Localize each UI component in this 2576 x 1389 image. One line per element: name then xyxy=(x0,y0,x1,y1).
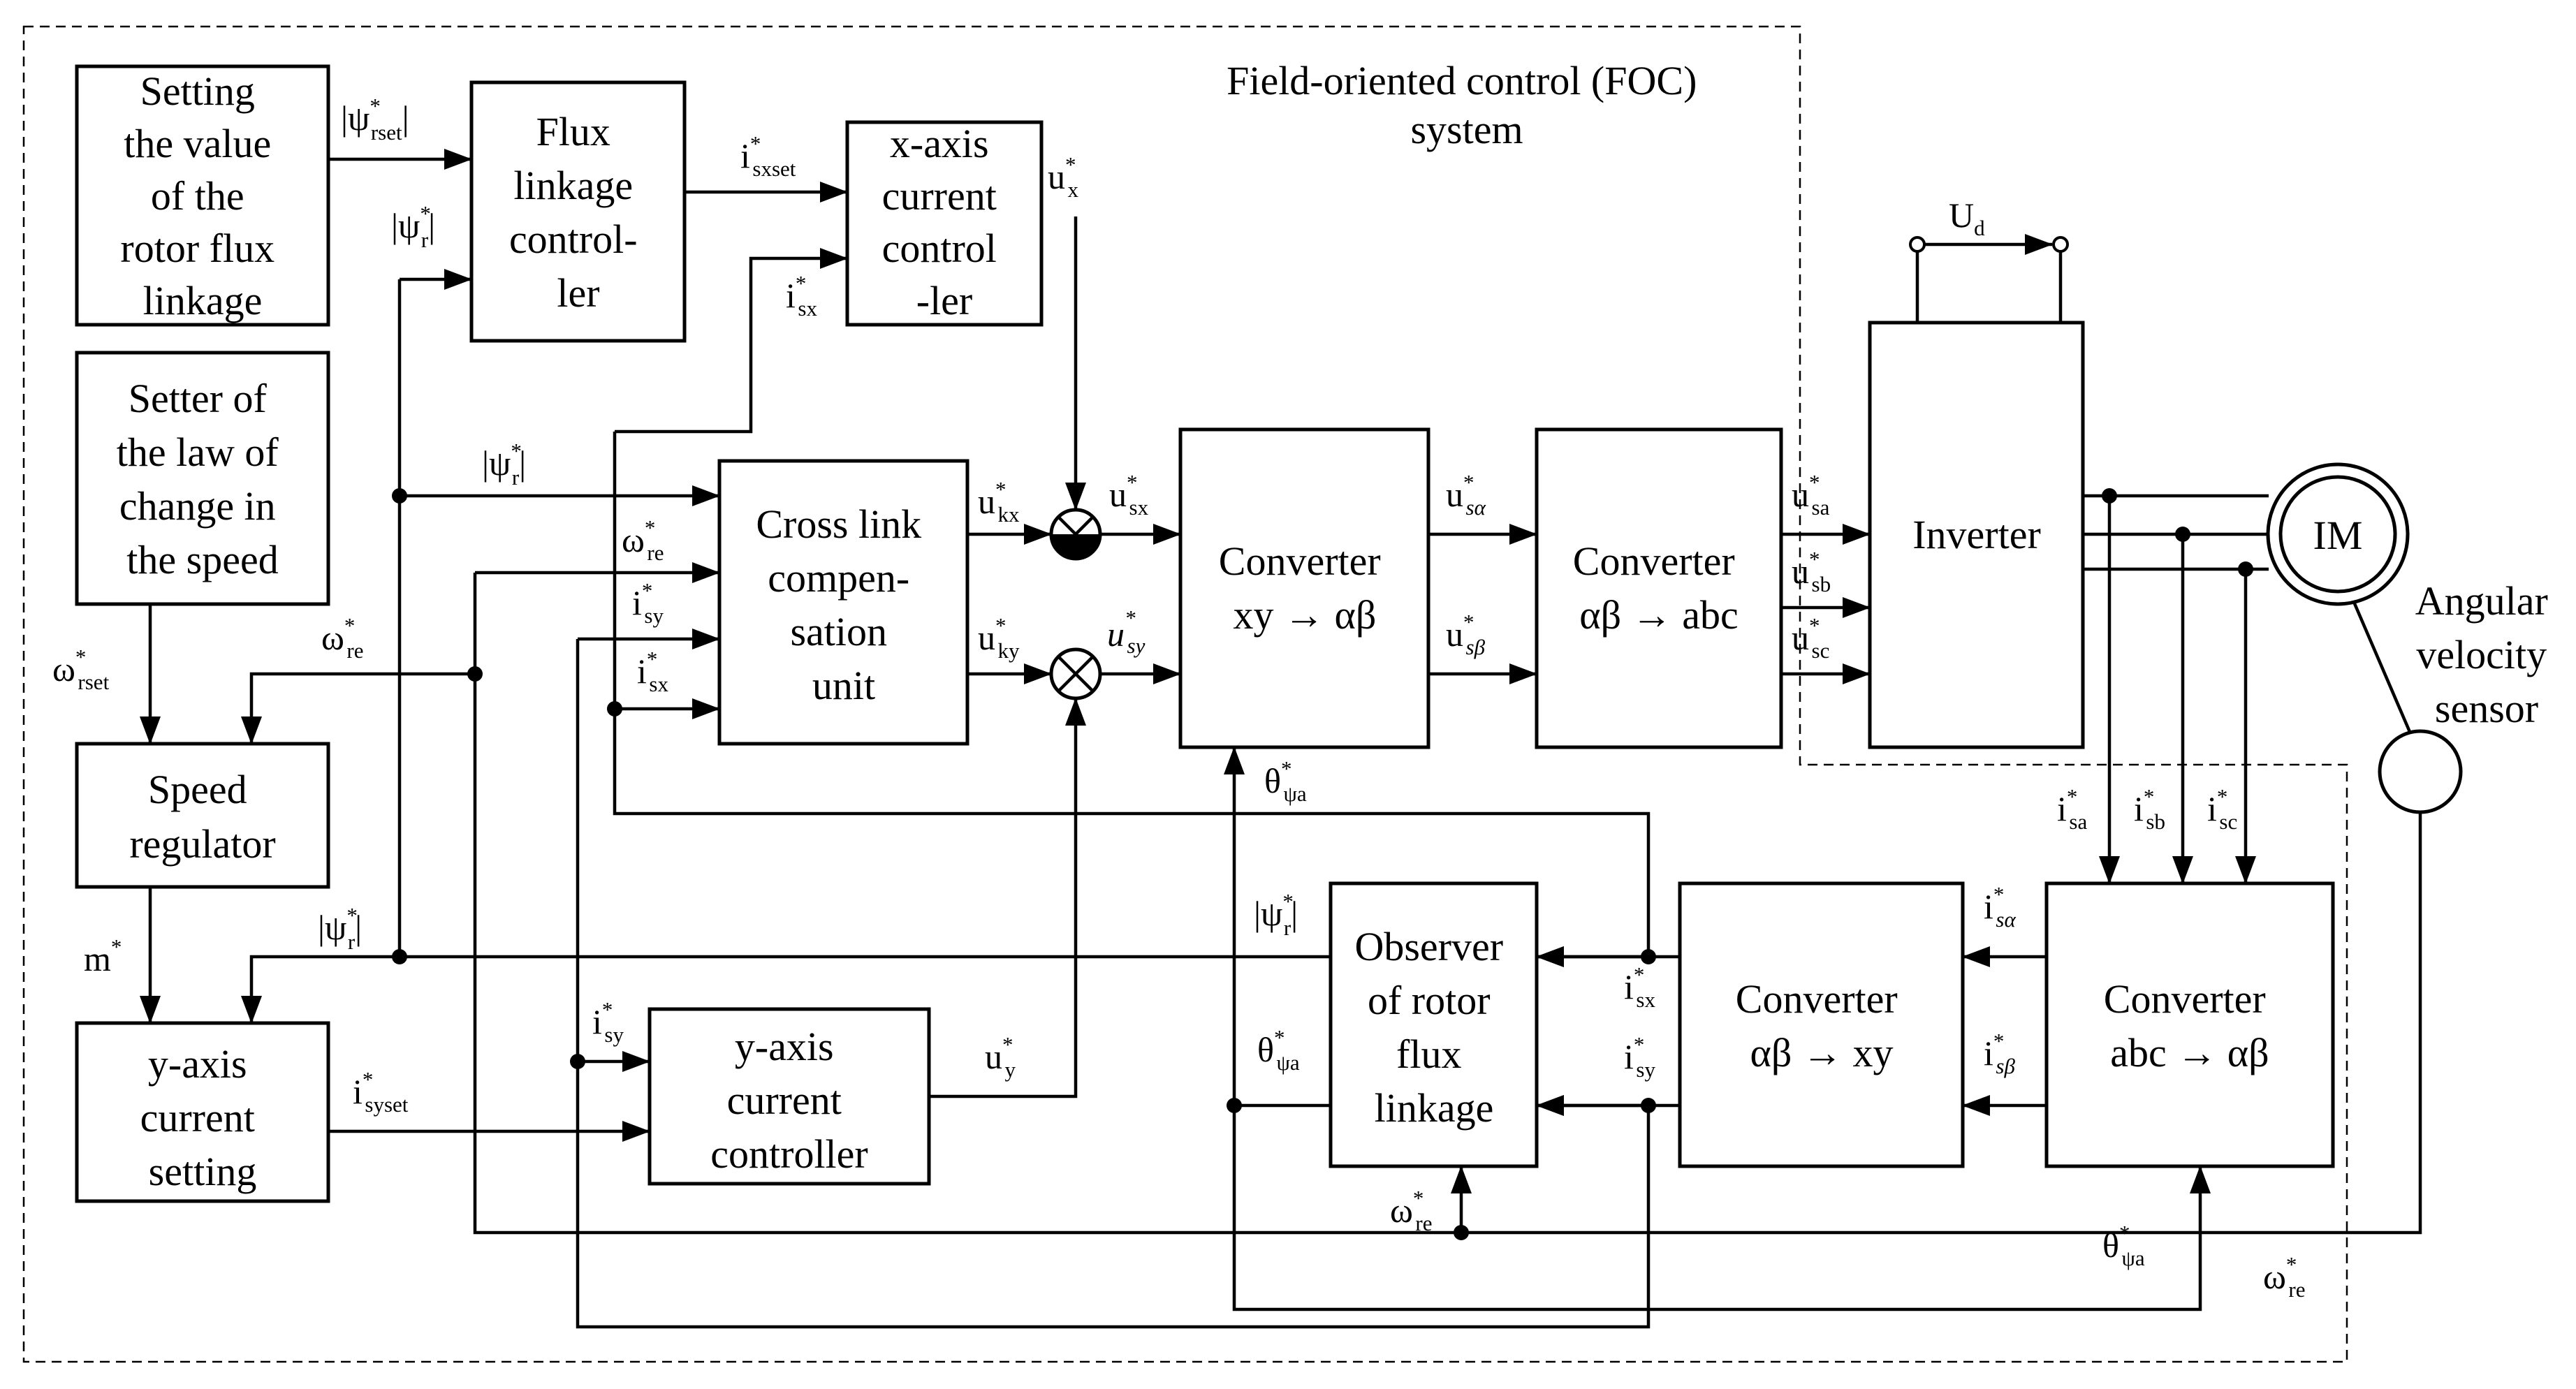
label-u-sx: u*sx xyxy=(1109,470,1149,520)
svg-text:Inverter: Inverter xyxy=(1912,512,2041,557)
svg-text:Converter xy → αβ: Converter xy → αβ xyxy=(1219,538,1391,638)
converter-alphabeta-to-abc-block: Converter αβ → abc xyxy=(1535,427,1783,749)
svg-text:IM: IM xyxy=(2313,513,2363,558)
angular-velocity-sensor: Angular velocity sensor xyxy=(2378,578,2559,814)
foc-boundary xyxy=(22,25,2348,1363)
rotor-flux-setting-block: Setting the value of the rotor flux link… xyxy=(75,64,330,327)
label-u-sy: u*sy xyxy=(1107,605,1146,658)
motor-im: IM xyxy=(2266,462,2410,606)
foc-label: Field-oriented control (FOC) system xyxy=(1227,58,1707,152)
x-current-controller-block: x-axis current control -ler xyxy=(845,120,1044,327)
svg-text:Cross link compen-: Cross link compen- sation unit xyxy=(756,501,931,708)
label-i-sx-1: i*sx xyxy=(786,271,817,321)
label-psi-r-2: |ψ*r| xyxy=(482,439,526,490)
label-m: m* xyxy=(84,934,122,978)
label-i-salpha: i*sα xyxy=(1984,882,2016,932)
label-u-kx: u*kx xyxy=(978,477,1020,527)
svg-text:y-axis current set: y-axis current setting xyxy=(140,1041,265,1194)
svg-text:Converter abc → αβ: Converter abc → αβ xyxy=(2104,976,2276,1075)
label-i-syset: i*syset xyxy=(353,1067,409,1117)
converter-abc-to-alphabeta-block: Converter abc → αβ xyxy=(2044,881,2335,1168)
label-u-sc: u*sc xyxy=(1792,613,1829,663)
label-i-sy-3: i*sy xyxy=(1624,1032,1655,1082)
speed-law-setter-block: Setter of the law of change in the speed xyxy=(75,351,330,606)
label-u-sb: u*sb xyxy=(1792,547,1831,596)
label-theta-psia-3: θ*ψa xyxy=(2102,1221,2145,1270)
label-u-sbeta: u*sβ xyxy=(1446,610,1486,659)
svg-text:x-axis current con: x-axis current control -ler xyxy=(882,121,1007,323)
label-i-sxset: i*sxset xyxy=(740,131,796,181)
signal-labels: |ψ*rset| |ψ*r| |ψ*r| |ψ*r| |ψ*r| i*sxset… xyxy=(52,94,2306,1302)
converter-alphabeta-to-xy-block: Converter αβ → xy xyxy=(1678,881,1965,1168)
cross-link-compensation-block: Cross link compen- sation unit xyxy=(717,459,969,746)
svg-text:Converter αβ → xy: Converter αβ → xy xyxy=(1736,976,1908,1075)
flux-controller-block: Flux linkage control- ler xyxy=(469,80,687,343)
svg-text:y-axis current con: y-axis current controller xyxy=(710,1024,868,1177)
label-i-sbeta: i*sβ xyxy=(1984,1029,2015,1078)
label-i-sa: i*sa xyxy=(2057,784,2087,834)
label-psi-r-4: |ψ*r| xyxy=(1254,889,1298,940)
label-i-sy-1: i*sy xyxy=(632,578,664,628)
signal-lines xyxy=(140,149,2422,1329)
label-theta-psia-2: θ*ψa xyxy=(1257,1025,1300,1075)
y-current-setting-block: y-axis current setting xyxy=(75,1021,330,1203)
label-psi-r-1: |ψ*r| xyxy=(391,201,435,252)
summing-junction-x xyxy=(1049,508,1102,561)
svg-text:Angular velocity s: Angular velocity sensor xyxy=(2415,578,2559,731)
label-u-salpha: u*sα xyxy=(1446,470,1486,520)
label-psi-rset: |ψ*rset| xyxy=(341,94,409,145)
svg-text:Setting the value: Setting the value of the rotor flux link… xyxy=(120,68,284,323)
svg-text:Observer of rotor: Observer of rotor flux linkage xyxy=(1354,924,1513,1131)
label-u-sa: u*sa xyxy=(1792,470,1830,520)
label-omega-re-1: ω*re xyxy=(622,515,664,565)
converter-xy-to-alphabeta-block: Converter xy → αβ xyxy=(1178,427,1430,749)
label-i-sc: i*sc xyxy=(2207,784,2237,834)
svg-text:Flux linkage contr: Flux linkage control- ler xyxy=(509,109,647,316)
label-i-sx-3: i*sx xyxy=(1624,962,1655,1012)
label-omega-re-3: ω*re xyxy=(1390,1186,1433,1235)
label-i-sx-2: i*sx xyxy=(637,647,668,696)
label-u-x: u*x xyxy=(1048,152,1079,202)
observer-rotor-flux-block: Observer of rotor flux linkage xyxy=(1329,881,1539,1168)
label-psi-r-3: |ψ*r| xyxy=(318,903,362,954)
summing-junction-y xyxy=(1049,647,1102,700)
label-i-sb: i*sb xyxy=(2134,784,2165,834)
label-omega-re-4: ω*re xyxy=(2263,1252,2306,1302)
svg-text:Speed regulator: Speed regulator xyxy=(129,767,275,867)
label-u-y: u*y xyxy=(985,1032,1016,1082)
label-theta-psia-1: θ*ψa xyxy=(1264,756,1307,806)
speed-regulator-block: Speed regulator xyxy=(75,742,330,889)
label-omega-rset: ω*rset xyxy=(52,645,110,694)
y-current-controller-block: y-axis current controller xyxy=(647,1007,931,1186)
label-i-sy-2: i*sy xyxy=(592,997,624,1047)
label-omega-re-2: ω*re xyxy=(321,613,364,663)
label-u-ky: u*ky xyxy=(978,613,1020,663)
label-u-d: Ud xyxy=(1949,196,1985,240)
svg-text:Setter of the law of: Setter of the law of change in the speed xyxy=(117,376,288,582)
svg-text:Converter αβ → abc: Converter αβ → abc xyxy=(1573,538,1745,638)
inverter-block: Inverter xyxy=(1868,321,2085,749)
